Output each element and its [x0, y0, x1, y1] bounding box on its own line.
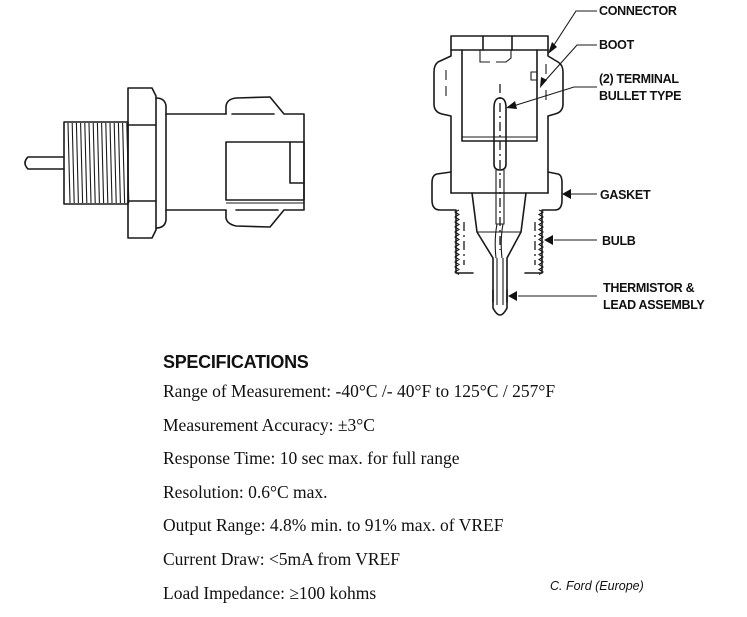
connector-cap: [450, 35, 549, 63]
spec-response-time: Response Time: 10 sec max. for full rang…: [163, 448, 460, 469]
terminal-bullet: [493, 84, 507, 259]
spec-range: Range of Measurement: -40°C /- 40°F to 1…: [163, 381, 556, 401]
callout-bulb: BULB: [602, 234, 636, 248]
callout-connector: CONNECTOR: [599, 4, 677, 18]
callout-boot: BOOT: [599, 38, 635, 52]
callout-thermistor-line1: THERMISTOR &: [603, 281, 695, 295]
sensor-cross-section: CONNECTOR BOOT (2) TERMINAL BULLET TYPE …: [431, 4, 706, 316]
callout-terminal-line1: (2) TERMINAL: [599, 72, 679, 86]
spec-load-impedance: Load Impedance: ≥100 kohms: [163, 582, 377, 603]
spec-current-draw: Current Draw: <5mA from VREF: [163, 548, 401, 569]
leader-lines: [506, 10, 597, 301]
callout-gasket: GASKET: [600, 188, 651, 202]
credit-text: C. Ford (Europe): [550, 579, 644, 593]
specifications-heading: SPECIFICATIONS: [163, 352, 309, 372]
sensor-diagram: CONNECTOR BOOT (2) TERMINAL BULLET TYPE …: [24, 4, 706, 316]
spec-resolution: Resolution: 0.6°C max.: [163, 481, 328, 502]
probe-tip: [24, 156, 65, 170]
callout-thermistor-line2: LEAD ASSEMBLY: [603, 298, 705, 312]
connector-body: [165, 96, 305, 228]
callout-terminal-line2: BULLET TYPE: [599, 89, 681, 103]
spec-accuracy: Measurement Accuracy: ±3°C: [163, 414, 375, 435]
sensor-side-view: [24, 87, 305, 239]
hex-nut: [127, 87, 167, 239]
bulb-threads: [453, 209, 545, 275]
bulb-tip: [492, 289, 508, 316]
bulb-taper: [471, 192, 527, 303]
threaded-section: [63, 121, 130, 205]
specifications-section: SPECIFICATIONS Range of Measurement: -40…: [163, 350, 555, 610]
spec-output-range: Output Range: 4.8% min. to 91% max. of V…: [163, 515, 504, 536]
